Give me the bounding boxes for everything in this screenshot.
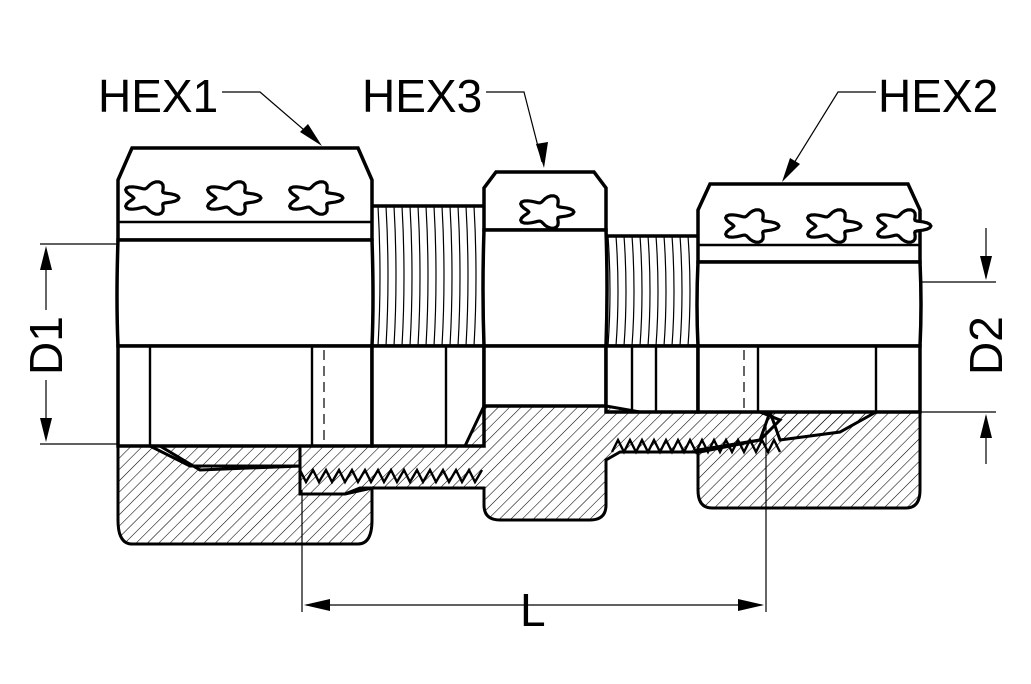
thread-line bbox=[647, 235, 651, 347]
d1-label: D1 bbox=[20, 316, 72, 375]
thread-line bbox=[417, 205, 421, 347]
thread-line bbox=[425, 205, 429, 347]
hex-flat-mark bbox=[723, 208, 781, 244]
hex2-callout: HEX2 bbox=[782, 70, 998, 182]
thread-line bbox=[457, 205, 461, 347]
thread-line bbox=[441, 205, 445, 347]
section-view bbox=[116, 404, 922, 546]
thread-line bbox=[401, 205, 405, 347]
l-dimension: L bbox=[301, 424, 767, 636]
thread-line bbox=[449, 205, 453, 347]
thread-line bbox=[655, 235, 659, 347]
center-band bbox=[116, 344, 922, 448]
thread-teeth bbox=[298, 467, 484, 485]
thread-line bbox=[663, 235, 667, 347]
hex-flat-mark bbox=[123, 180, 181, 216]
d2-label: D2 bbox=[960, 316, 1012, 375]
d1-dimension: D1 bbox=[20, 243, 118, 445]
hex1-nut bbox=[115, 146, 375, 348]
thread-line bbox=[671, 235, 675, 347]
thread-line bbox=[393, 205, 397, 347]
thread-line bbox=[385, 205, 389, 347]
hex-flat-mark bbox=[205, 180, 263, 216]
thread-line bbox=[631, 235, 635, 347]
d2-dimension: D2 bbox=[920, 228, 1012, 464]
thread-line bbox=[409, 205, 413, 347]
hex-flat-mark bbox=[518, 194, 576, 230]
hex1-callout: HEX1 bbox=[98, 70, 322, 146]
thread-line bbox=[623, 235, 627, 347]
l-label: L bbox=[520, 584, 546, 636]
hex2-nut bbox=[695, 182, 933, 348]
thread-line bbox=[679, 235, 683, 347]
hex1-label: HEX1 bbox=[98, 70, 218, 122]
left-thread-section bbox=[362, 204, 488, 348]
right-thread-section bbox=[601, 234, 701, 348]
thread-line bbox=[465, 205, 469, 347]
thread-line bbox=[433, 205, 437, 347]
hex2-label: HEX2 bbox=[878, 70, 998, 122]
thread-line bbox=[687, 235, 691, 347]
hex3-body-hex bbox=[481, 170, 609, 348]
thread-line bbox=[473, 205, 477, 347]
hex-flat-mark bbox=[287, 180, 345, 216]
thread-line bbox=[607, 235, 611, 347]
thread-line bbox=[639, 235, 643, 347]
thread-teeth bbox=[610, 437, 782, 455]
thread-line bbox=[615, 235, 619, 347]
hex3-callout: HEX3 bbox=[362, 70, 548, 168]
thread-line bbox=[377, 205, 381, 347]
hex-flat-mark bbox=[875, 208, 933, 244]
hex3-label: HEX3 bbox=[362, 70, 482, 122]
hex-flat-mark bbox=[805, 208, 863, 244]
